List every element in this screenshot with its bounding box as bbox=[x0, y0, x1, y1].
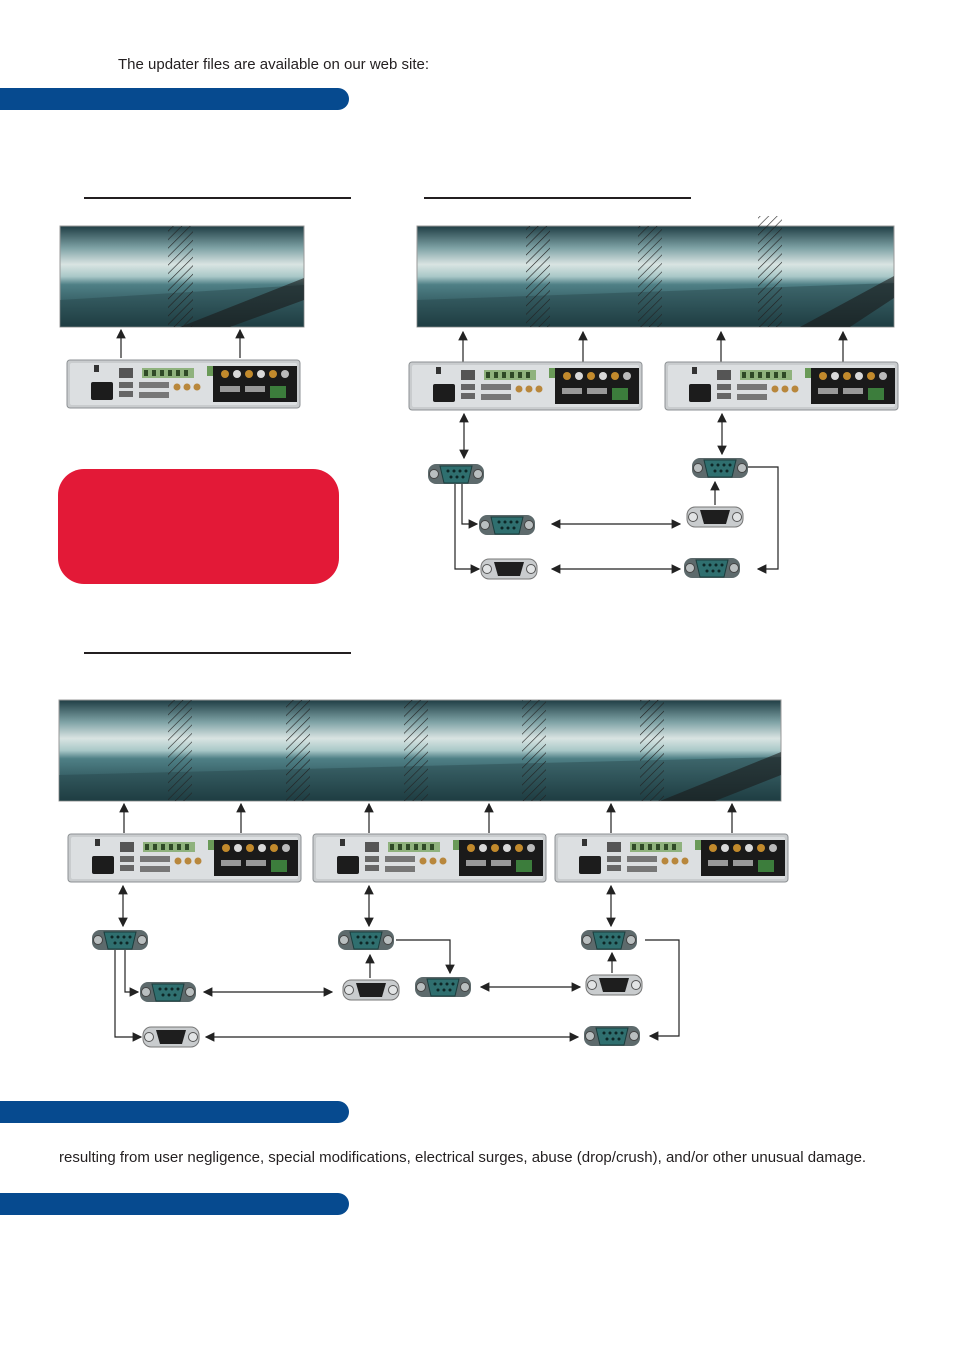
intro-text: The updater files are available on our w… bbox=[118, 56, 430, 73]
section-bar-2 bbox=[0, 1101, 349, 1123]
section-bar-3 bbox=[0, 1193, 349, 1215]
section-rule-two-units-right bbox=[424, 197, 691, 199]
section-rule-three-units bbox=[84, 652, 351, 654]
section-bar-1 bbox=[0, 88, 349, 110]
section-rule-two-units-left bbox=[84, 197, 351, 199]
notice-box bbox=[58, 469, 339, 584]
warranty-text: resulting from user negligence, special … bbox=[59, 1149, 867, 1166]
